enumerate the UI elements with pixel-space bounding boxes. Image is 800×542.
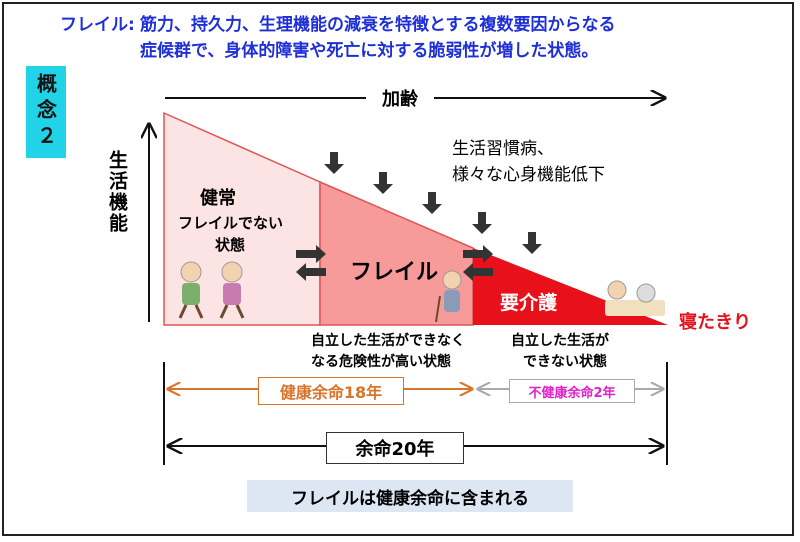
frail-elderly-figure-icon <box>435 270 462 323</box>
down-arrow-icon <box>373 172 393 194</box>
function-axis-label: 生活機能 <box>106 150 128 234</box>
healthy-sub-2: 状態 <box>215 236 246 254</box>
frail-state-line-2: なる危険性が高い状態 <box>311 354 451 370</box>
care-state-line-2: できない状態 <box>523 354 607 370</box>
reversible-arrows-icon <box>296 245 326 281</box>
aging-label: 加齢 <box>366 84 434 112</box>
concept-badge: 概念２ <box>26 66 66 158</box>
down-arrow-icon <box>472 212 492 234</box>
diagram-frame <box>2 2 794 536</box>
down-arrow-icon <box>324 152 344 174</box>
down-arrow-icon <box>422 192 442 214</box>
down-arrow-icon <box>522 232 542 254</box>
healthy-lifespan-box: 健康余命18年 <box>258 377 404 405</box>
unhealthy-lifespan-box: 不健康余命2年 <box>509 379 635 403</box>
healthy-elderly-figures-icon <box>178 261 245 319</box>
decline-arrows <box>324 152 542 254</box>
frailty-label: フレイル <box>350 260 439 285</box>
definition-line-2: 症候群で、身体的障害や死亡に対する脆弱性が増した状態。 <box>140 41 599 61</box>
care-label: 要介護 <box>500 292 558 314</box>
healthy-sub-1: フレイルでない <box>178 214 284 232</box>
conclusion-banner: フレイルは健康余命に含まれる <box>247 480 573 512</box>
care-figures-icon <box>605 280 665 316</box>
frail-state-line-1: 自立した生活ができなく <box>311 333 465 349</box>
decline-note-1: 生活習慣病、 <box>452 139 554 159</box>
care-state-line-1: 自立した生活が <box>511 333 609 349</box>
total-lifespan-box: 余命20年 <box>326 432 464 464</box>
definition-term: フレイル: <box>60 15 135 35</box>
reversible-arrows-icon <box>463 245 493 281</box>
decline-note-2: 様々な心身機能低下 <box>452 165 605 185</box>
bedridden-label: 寝たきり <box>679 312 751 333</box>
definition-line-1: 筋力、持久力、生理機能の減衰を特徴とする複数要因からなる <box>140 15 616 35</box>
healthy-title: 健常 <box>200 188 236 209</box>
